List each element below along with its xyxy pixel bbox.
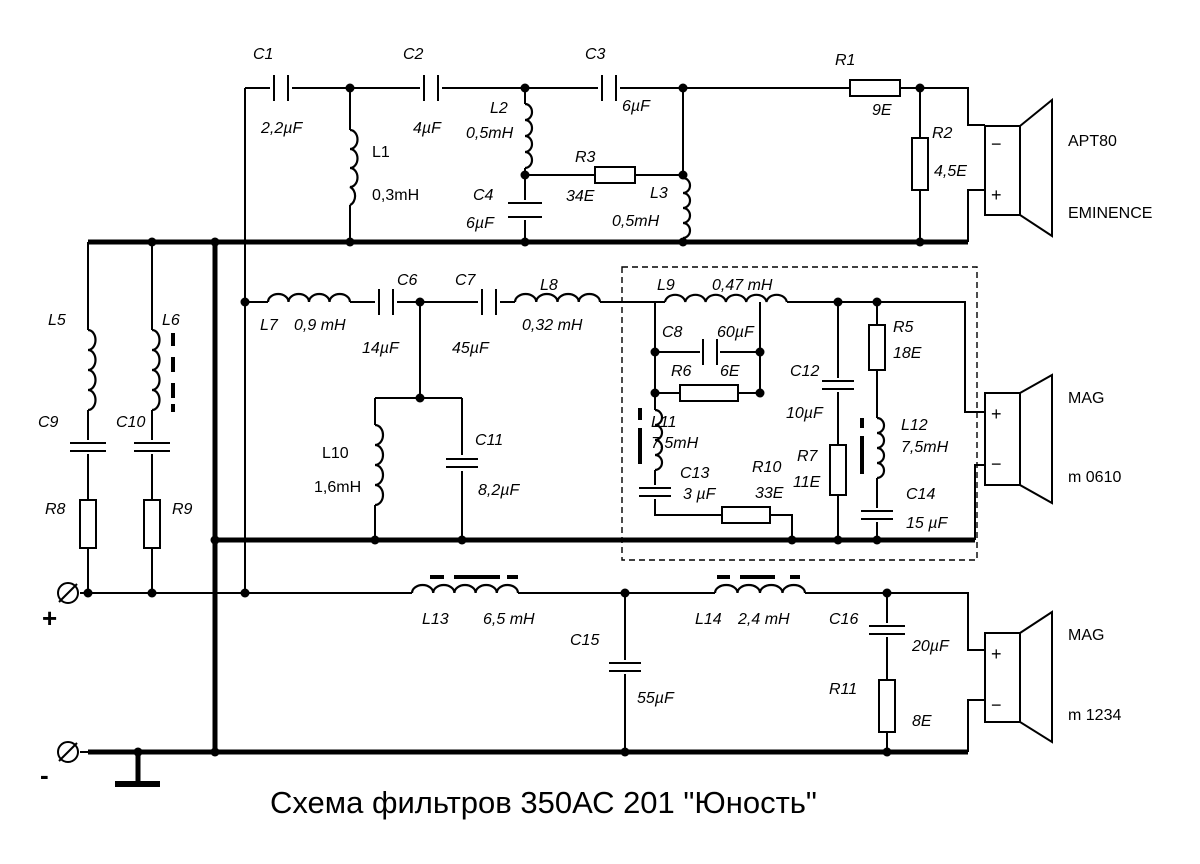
r6-value: 6E	[720, 363, 740, 380]
c15-value: 55µF	[637, 690, 675, 707]
resistor-symbols	[79, 79, 929, 733]
l8-ref: L8	[540, 277, 558, 294]
l13-ref: L13	[422, 611, 449, 628]
l3-value: 0,5mH	[612, 213, 660, 230]
plus-terminal-label: +	[42, 603, 57, 633]
r2-value: 4,5E	[934, 163, 967, 180]
c3-ref: C3	[585, 46, 606, 63]
l2-value: 0,5mH	[466, 125, 514, 142]
r3-ref: R3	[575, 149, 596, 166]
woofer-plus-label: +	[991, 644, 1002, 664]
r1-value: 9E	[872, 102, 892, 119]
l2-ref: L2	[490, 100, 508, 117]
r2-ref: R2	[932, 125, 953, 142]
c14-value: 15 µF	[906, 515, 948, 532]
l9-value: 0,47 mH	[712, 277, 773, 294]
r5-value: 18E	[893, 345, 922, 362]
l3-ref: L3	[650, 185, 668, 202]
input-terminals	[57, 582, 79, 763]
c6-ref: C6	[397, 272, 418, 289]
woofer-minus-label: −	[991, 695, 1002, 715]
r11-ref: R11	[829, 681, 857, 698]
midrange-brand-label: MAG	[1068, 390, 1104, 407]
l5-ref: L5	[48, 312, 66, 329]
c15-ref: C15	[570, 632, 599, 649]
tweeter-model-label: APT80	[1068, 133, 1117, 150]
speaker-woofer	[984, 610, 1053, 744]
woofer-model-label: m 1234	[1068, 707, 1121, 724]
component-labels: C1 2,2µF C2 4µF C3 6µF R1 9E R2 4,5E L1 …	[38, 46, 967, 730]
r10-ref: R10	[752, 459, 781, 476]
c10-ref: C10	[116, 414, 145, 431]
l10-value: 1,6mH	[314, 479, 361, 496]
c3-value: 6µF	[622, 98, 651, 115]
minus-terminal-label: -	[40, 760, 49, 790]
r7-ref: R7	[797, 448, 819, 465]
c1-ref: C1	[253, 46, 273, 63]
speaker-midrange	[984, 373, 1053, 505]
c12-ref: C12	[790, 363, 819, 380]
c2-value: 4µF	[413, 120, 442, 137]
wiring	[80, 87, 985, 787]
c14-ref: C14	[906, 486, 935, 503]
l1-value: 0,3mH	[372, 187, 419, 204]
midrange-model-label: m 0610	[1068, 469, 1121, 486]
c11-ref: C11	[475, 432, 503, 449]
c1-value: 2,2µF	[260, 120, 303, 137]
l14-value: 2,4 mH	[737, 611, 790, 628]
midrange-minus-label: −	[991, 454, 1002, 474]
r11-value: 8E	[912, 713, 932, 730]
c8-value: 60µF	[717, 324, 755, 341]
r6-ref: R6	[671, 363, 692, 380]
tweeter-minus-label: −	[991, 134, 1002, 154]
l14-ref: L14	[695, 611, 722, 628]
c4-ref: C4	[473, 187, 494, 204]
capacitor-symbols	[70, 75, 905, 672]
tweeter-brand-label: EMINENCE	[1068, 205, 1152, 222]
c13-ref: C13	[680, 465, 709, 482]
c11-value: 8,2µF	[478, 482, 520, 499]
schematic-title: Схема фильтров 350АС 201 "Юность"	[270, 785, 817, 820]
l11-ref: L11	[651, 414, 677, 431]
l13-value: 6,5 mH	[483, 611, 535, 628]
c7-ref: C7	[455, 272, 477, 289]
l7-value: 0,9 mH	[294, 317, 346, 334]
l1-ref: L1	[372, 144, 390, 161]
r1-ref: R1	[835, 52, 855, 69]
l8-value: 0,32 mH	[522, 317, 583, 334]
l12-value: 7,5mH	[901, 439, 949, 456]
r3-value: 34E	[566, 188, 595, 205]
c7-value: 45µF	[452, 340, 490, 357]
c8-ref: C8	[662, 324, 683, 341]
dashed-subcircuit-box	[621, 266, 978, 561]
l10-ref: L10	[322, 445, 349, 462]
inductor-symbols	[87, 102, 886, 594]
midrange-plus-label: +	[991, 404, 1002, 424]
c16-ref: C16	[829, 611, 858, 628]
c4-value: 6µF	[466, 215, 495, 232]
tweeter-plus-label: +	[991, 185, 1002, 205]
junction-dots	[83, 83, 925, 757]
l9-ref: L9	[657, 277, 675, 294]
c12-value: 10µF	[786, 405, 824, 422]
c13-value: 3 µF	[683, 486, 717, 503]
l6-ref: L6	[162, 312, 180, 329]
r5-ref: R5	[893, 319, 914, 336]
l12-ref: L12	[901, 417, 928, 434]
l7-ref: L7	[260, 317, 279, 334]
c9-ref: C9	[38, 414, 59, 431]
speaker-tweeter	[984, 97, 1053, 238]
r9-ref: R9	[172, 501, 193, 518]
c6-value: 14µF	[362, 340, 400, 357]
r7-value: 11E	[793, 474, 821, 491]
l11-value: 7,5mH	[651, 435, 699, 452]
r10-value: 33E	[755, 485, 784, 502]
c16-value: 20µF	[911, 638, 950, 655]
r8-ref: R8	[45, 501, 66, 518]
c2-ref: C2	[403, 46, 424, 63]
woofer-brand-label: MAG	[1068, 627, 1104, 644]
